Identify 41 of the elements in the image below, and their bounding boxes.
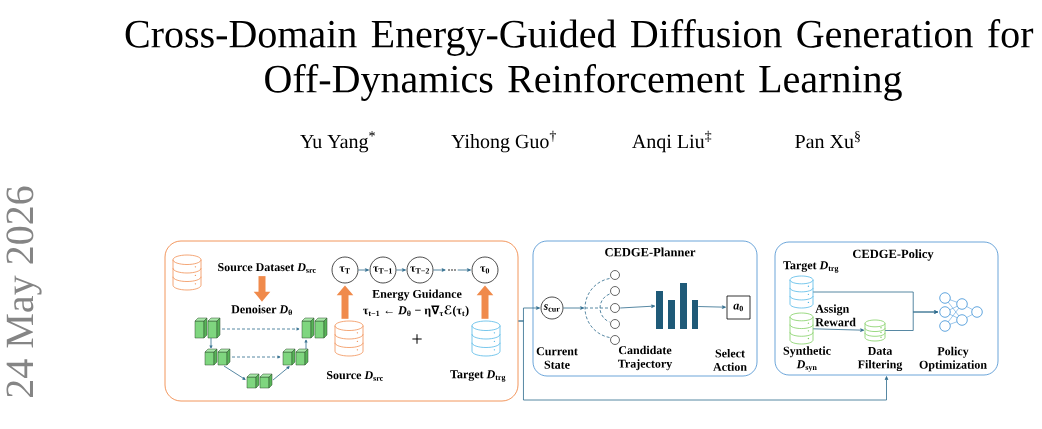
bar-chart-icon [656,283,698,329]
label: Target D$_{trg}$ [450,370,506,382]
title: Cross-Domain Energy-Guided Diffusion Generation for Off-Dynamics Reinforcement Learning [125,19,1034,101]
arrow [697,305,726,309]
node-label: Candidate Trajectory [618,345,673,371]
arrow [812,328,865,332]
circle-node: s$_{cur}$ [540,296,564,320]
label: Current State [536,347,578,369]
circle-node: τ$_{0}$ [471,256,499,284]
node-label: Select Action [713,349,747,371]
circle-node: τ$_{T−2}$ [406,256,434,284]
author-name: Pan Xu$^{§}$ [795,130,860,149]
label: Source Dataset D$_{src}$ [218,263,316,273]
circle-node: τ$_{T}$ [331,256,359,284]
label: Target D$_{trg}$ [783,261,839,273]
circle-node: τ$_{T−1}$ [369,256,397,284]
arrow [518,320,889,401]
edge-label: Assign Reward [814,303,863,328]
arrow [562,306,585,310]
arrow [395,268,406,272]
arrow [357,268,369,272]
label: Policy Optimization [919,346,987,372]
label: Source D$_{src}$ [326,371,383,381]
text-box: a$_{0}$ [726,295,751,320]
arrow [619,304,656,309]
panel [164,240,519,402]
label: ... [448,269,456,271]
arrow [432,268,446,272]
author-name: Yihong Guo$^{†}$ [451,130,556,153]
arrow [457,268,471,272]
date-label: 24 May 2026 [6,186,42,397]
label: Data Filtering [857,347,903,371]
author-name: Yu Yang$^{*}$ [300,131,375,153]
plus-sign: + [412,334,422,344]
label: Synthetic D$_{syn}$ [783,346,831,372]
label: Energy Guidance [372,289,462,301]
panel-title: CEDGE-Planner [605,247,696,257]
panel-title: CEDGE-Policy [853,249,934,261]
formula: τ$_{t−1}$ ← D$_{θ}$ − η∇$_{τ}$ℰ(τ$_{t}$) [363,305,469,317]
author-name: Anqi Liu$^{‡}$ [632,130,712,153]
label: Denoiser D$_{θ}$ [231,304,292,316]
